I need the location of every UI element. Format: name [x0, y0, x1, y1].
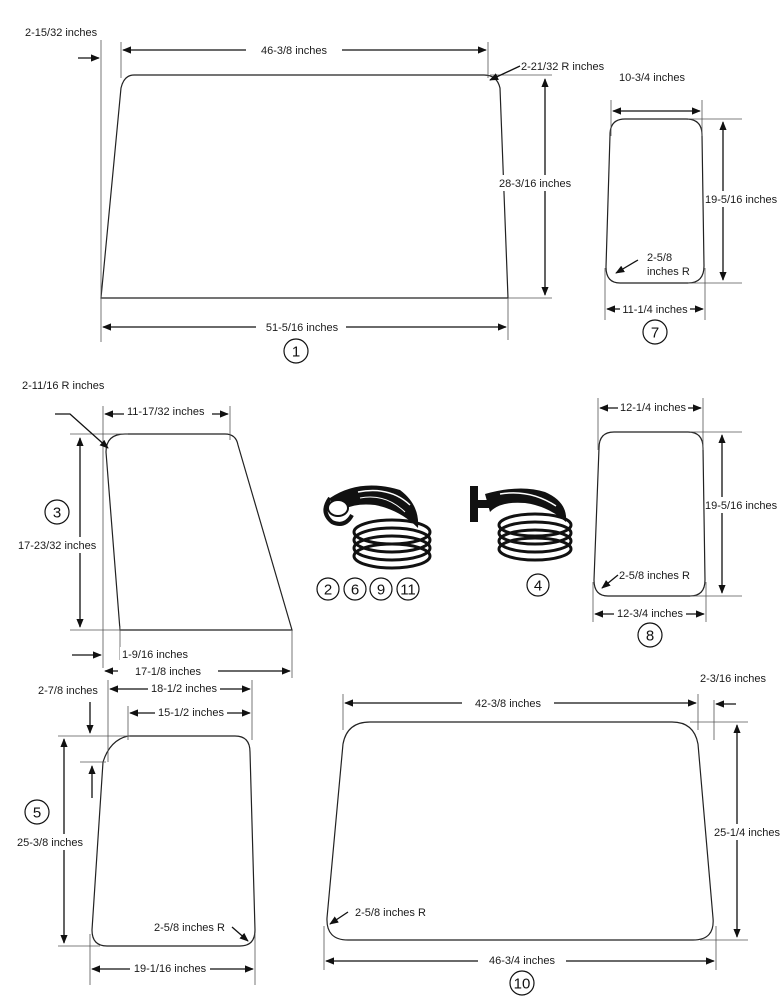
p5-height-dimension: 25-3/8 inches [17, 837, 84, 849]
p10-radius: 2-5/8 inches R [355, 907, 426, 919]
glass-part-10: 42-3/8 inches 2-3/16 inches 25-1/4 inche… [323, 673, 783, 996]
p3-height-dimension: 17-23/32 inches [18, 540, 97, 552]
p7-height-dimension: 19-5/16 inches [705, 194, 778, 206]
p5-top-outer-dimension: 18-1/2 inches [151, 683, 218, 695]
p3-radius: 2-11/16 R inches [22, 380, 105, 392]
p1-offset-dimension: 2-15/32 inches [25, 27, 98, 39]
p8-top-dimension: 12-1/4 inches [620, 402, 687, 414]
glass-part-7: 10-3/4 inches 11-1/4 inches 19-5/16 inch… [604, 72, 780, 345]
callout-3: 3 [53, 505, 61, 522]
p10-bottom-dimension: 46-3/4 inches [489, 955, 556, 967]
glass-part-5: 2-7/8 inches 18-1/2 inches 15-1/2 inches… [17, 680, 256, 985]
callout-11: 11 [400, 582, 416, 599]
p5-offset-dimension: 2-7/8 inches [38, 685, 98, 697]
glass-part-8: 12-1/4 inches 12-3/4 inches 19-5/16 inch… [592, 398, 780, 648]
callout-5: 5 [33, 805, 41, 822]
seal-strip-coil-b [470, 486, 573, 562]
callout-7: 7 [651, 325, 659, 342]
p1-height-dimension: 28-3/16 inches [499, 178, 572, 190]
p8-bottom-dimension: 12-3/4 inches [617, 608, 684, 620]
p7-radius-line-2: inches R [647, 266, 690, 278]
callout-9: 9 [377, 582, 385, 599]
p1-bottom-dimension: 51-5/16 inches [266, 322, 339, 334]
glass-part-1: 46-3/8 inches 51-5/16 inches 28-3/16 inc… [25, 27, 605, 364]
p1-top-dimension: 46-3/8 inches [261, 45, 328, 57]
p7-top-dimension: 10-3/4 inches [619, 72, 686, 84]
p8-radius: 2-5/8 inches R [619, 570, 690, 582]
p10-height-dimension: 25-1/4 inches [714, 827, 781, 839]
callout-10: 10 [514, 976, 531, 993]
callout-1: 1 [292, 344, 300, 361]
seal-strip-coil-a [323, 485, 432, 570]
callout-2: 2 [324, 582, 332, 599]
glass-1-outline [100, 74, 509, 299]
callout-6: 6 [351, 582, 359, 599]
callout-8: 8 [646, 628, 654, 645]
seal-a-callouts: 2 6 9 11 [316, 577, 420, 601]
glass-10-outline [326, 721, 714, 941]
p10-offset-dimension: 2-3/16 inches [700, 673, 767, 685]
p5-top-inner-dimension: 15-1/2 inches [158, 707, 225, 719]
p7-radius-line-1: 2-5/8 [647, 252, 672, 264]
callout-4: 4 [534, 578, 542, 595]
p7-bottom-dimension: 11-1/4 inches [622, 304, 688, 316]
p10-top-dimension: 42-3/8 inches [475, 698, 542, 710]
glass-5-outline [91, 735, 256, 947]
p3-bottom-dimension: 17-1/8 inches [135, 666, 202, 678]
p1-corner-radius: 2-21/32 R inches [521, 61, 605, 73]
p5-radius: 2-5/8 inches R [154, 922, 225, 934]
p8-height-dimension: 19-5/16 inches [705, 500, 778, 512]
glass-3-outline [105, 433, 293, 631]
p5-bottom-dimension: 19-1/16 inches [134, 963, 207, 975]
p3-inset-dimension: 1-9/16 inches [122, 649, 189, 661]
glass-part-3: 2-11/16 R inches 11-17/32 inches 17-23/3… [17, 380, 293, 679]
p3-top-dimension: 11-17/32 inches [127, 406, 205, 418]
